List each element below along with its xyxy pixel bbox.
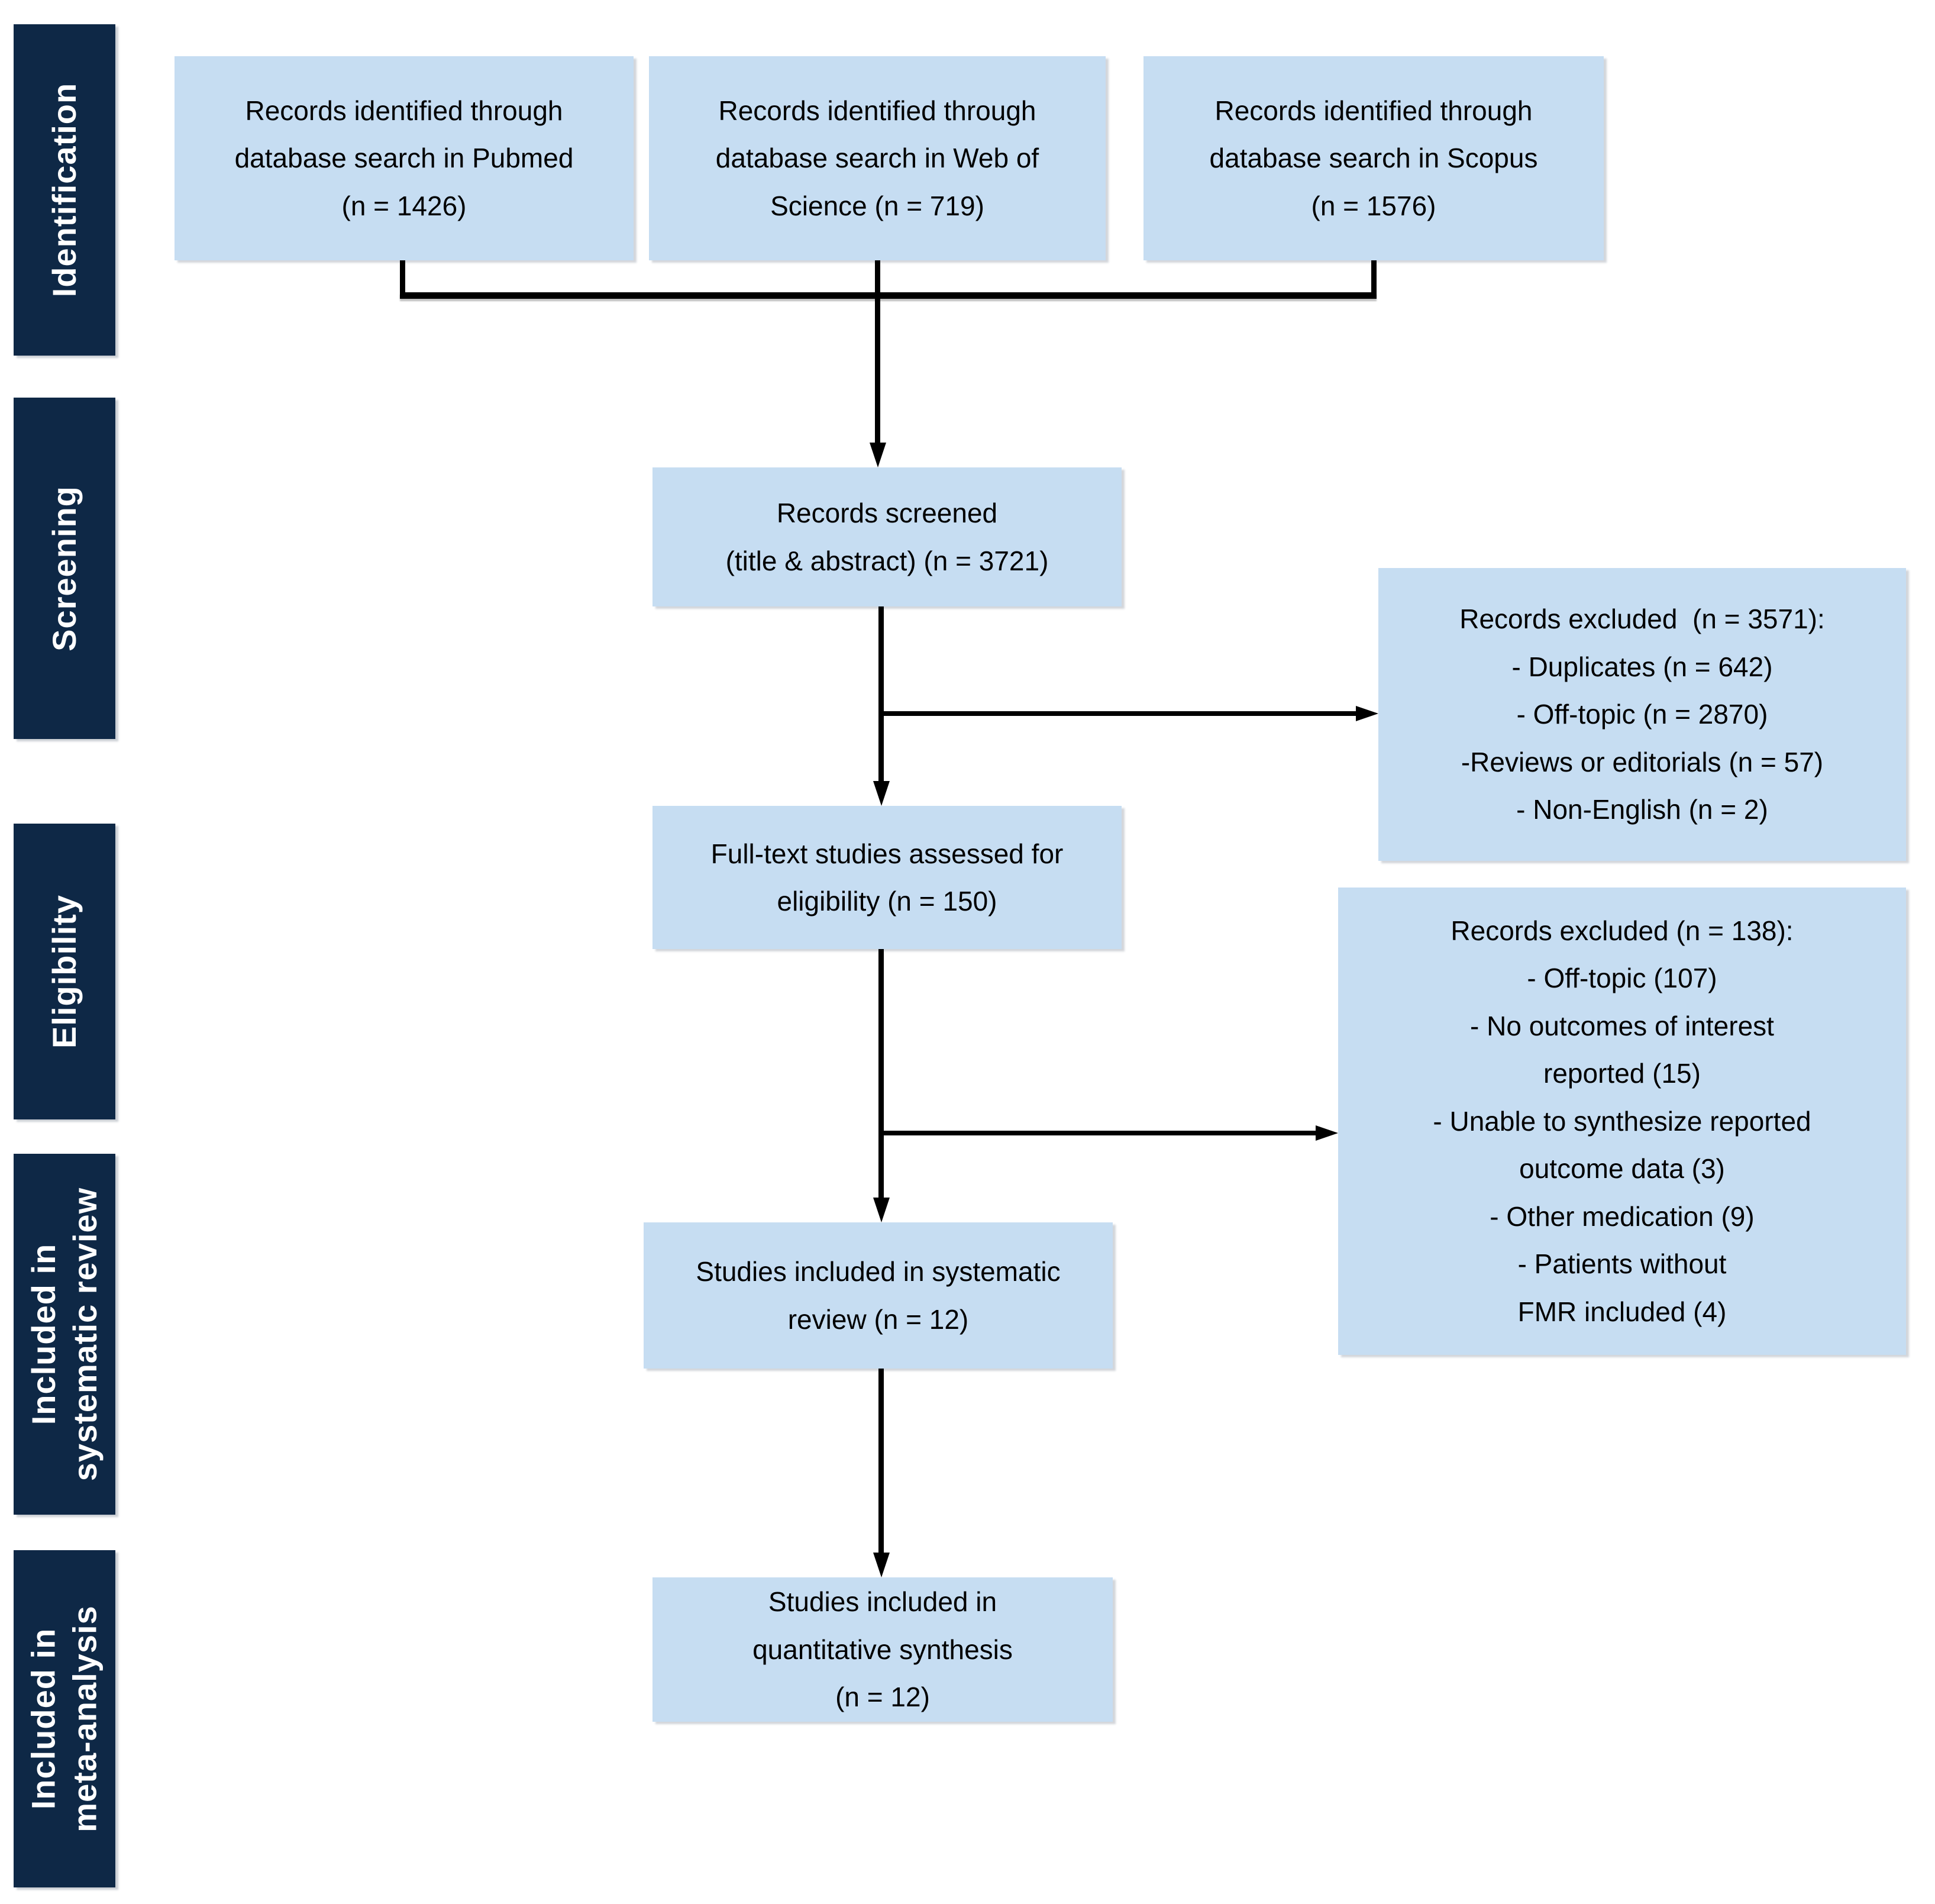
connector-pubmed-stub bbox=[400, 260, 405, 296]
connector-systematic-to-meta bbox=[878, 1369, 884, 1555]
box-records-pubmed: Records identified through database sear… bbox=[175, 56, 634, 260]
connector-scopus-stub bbox=[1371, 260, 1377, 296]
arrowhead-to-systematic-review bbox=[873, 1198, 890, 1222]
stage-included-meta-analysis: Included in meta-analysis bbox=[14, 1550, 115, 1887]
box-records-web-of-science-text: Records identified through database sear… bbox=[715, 95, 1039, 221]
connector-fulltext-to-systematic bbox=[878, 949, 884, 1198]
box-fulltext-assessed: Full-text studies assessed for eligibili… bbox=[652, 806, 1122, 949]
connector-merge-horizontal bbox=[400, 292, 1377, 299]
connector-branch-eligibility-excluded bbox=[881, 1131, 1316, 1135]
box-systematic-review: Studies included in systematic review (n… bbox=[644, 1222, 1113, 1369]
stage-screening-label: Screening bbox=[46, 485, 83, 651]
box-records-screened-text: Records screened (title & abstract) (n =… bbox=[725, 498, 1049, 576]
box-eligibility-excluded: Records excluded (n = 138): - Off-topic … bbox=[1338, 888, 1906, 1355]
connector-screened-to-fulltext bbox=[878, 606, 884, 781]
stage-eligibility-label: Eligibility bbox=[46, 895, 83, 1048]
arrowhead-to-fulltext bbox=[873, 781, 890, 806]
connector-branch-screening-excluded bbox=[881, 711, 1356, 716]
stage-included-meta-analysis-label: Included in meta-analysis bbox=[25, 1605, 104, 1832]
box-screening-excluded: Records excluded (n = 3571): - Duplicate… bbox=[1378, 568, 1906, 861]
connector-merge-vertical bbox=[875, 260, 880, 444]
box-screening-excluded-text: Records excluded (n = 3571): - Duplicate… bbox=[1459, 604, 1825, 825]
box-records-scopus: Records identified through database sear… bbox=[1143, 56, 1604, 260]
arrowhead-to-meta-analysis bbox=[873, 1553, 890, 1577]
box-fulltext-assessed-text: Full-text studies assessed for eligibili… bbox=[710, 838, 1064, 917]
box-records-web-of-science: Records identified through database sear… bbox=[649, 56, 1106, 260]
arrowhead-to-records-screened bbox=[870, 443, 886, 467]
stage-identification: Identification bbox=[14, 24, 115, 356]
arrowhead-to-screening-excluded bbox=[1356, 706, 1378, 721]
stage-included-systematic-review-label: Included in systematic review bbox=[25, 1187, 104, 1482]
stage-identification-label: Identification bbox=[46, 82, 83, 298]
box-meta-analysis-text: Studies included in quantitative synthes… bbox=[752, 1586, 1013, 1713]
box-meta-analysis: Studies included in quantitative synthes… bbox=[652, 1577, 1113, 1722]
box-records-screened: Records screened (title & abstract) (n =… bbox=[652, 467, 1122, 606]
stage-screening: Screening bbox=[14, 398, 115, 739]
box-records-pubmed-text: Records identified through database sear… bbox=[234, 95, 574, 221]
box-systematic-review-text: Studies included in systematic review (n… bbox=[696, 1256, 1061, 1335]
arrowhead-to-eligibility-excluded bbox=[1316, 1125, 1338, 1141]
stage-included-systematic-review: Included in systematic review bbox=[14, 1154, 115, 1515]
box-records-scopus-text: Records identified through database sear… bbox=[1209, 95, 1538, 221]
box-eligibility-excluded-text: Records excluded (n = 138): - Off-topic … bbox=[1433, 915, 1811, 1327]
stage-eligibility: Eligibility bbox=[14, 824, 115, 1119]
